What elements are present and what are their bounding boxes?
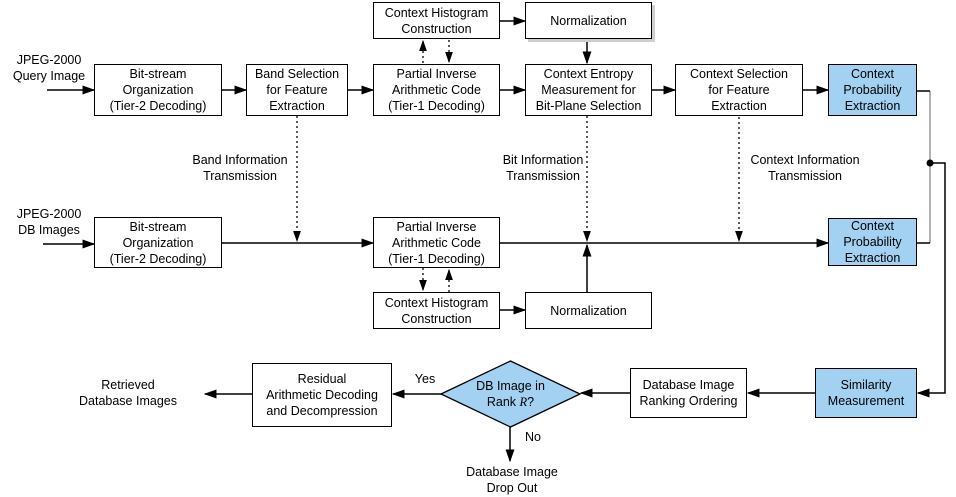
decision-diamond — [439, 360, 582, 428]
node-partial-inverse-db: Partial Inverse Arithmetic Code (Tier-1 … — [373, 217, 500, 268]
node-band-selection: Band Selection for Feature Extraction — [246, 64, 348, 116]
junction-dot — [926, 159, 934, 167]
label-band-information: Band Information Transmission — [192, 153, 288, 183]
node-bitstream-organization-db: Bit-stream Organization (Tier-2 Decoding… — [94, 217, 222, 268]
node-context-selection: Context Selection for Feature Extraction — [675, 64, 803, 116]
label-retrieved-images: Retrieved Database Images — [79, 378, 177, 408]
node-normalization-bottom: Normalization — [525, 292, 652, 329]
node-residual-decoding: Residual Arithmetic Decoding and Decompr… — [252, 363, 392, 427]
dotted-connectors — [293, 39, 743, 292]
node-normalization-top: Normalization — [525, 2, 652, 39]
node-context-histogram-bottom: Context Histogram Construction — [373, 292, 500, 329]
label-bit-information: Bit Information Transmission — [502, 153, 584, 183]
label-no: No — [525, 430, 541, 444]
node-context-entropy: Context Entropy Measurement for Bit-Plan… — [525, 64, 652, 116]
arrow-trunk-to-similarity — [916, 162, 946, 398]
solid-connectors — [43, 16, 946, 463]
rank-variable: R — [519, 395, 528, 409]
node-context-probability-db: Context Probability Extraction — [828, 218, 917, 266]
node-ranking-ordering: Database Image Ranking Ordering — [630, 368, 747, 418]
node-context-histogram-top: Context Histogram Construction — [373, 2, 500, 39]
label-yes: Yes — [414, 372, 436, 386]
node-context-probability-query: Context Probability Extraction — [828, 64, 917, 116]
node-partial-inverse-query: Partial Inverse Arithmetic Code (Tier-1 … — [373, 64, 500, 116]
label-context-information: Context Information Transmission — [750, 153, 860, 183]
label-drop-out: Database Image Drop Out — [466, 465, 558, 495]
node-bitstream-organization-query: Bit-stream Organization (Tier-2 Decoding… — [94, 64, 222, 116]
node-similarity-measurement: Similarity Measurement — [815, 368, 917, 418]
decision-label: DB Image in Rank R? — [476, 379, 545, 409]
label-db-input: JPEG-2000 DB Images — [16, 207, 82, 237]
label-query-input: JPEG-2000 Query Image — [12, 53, 86, 83]
